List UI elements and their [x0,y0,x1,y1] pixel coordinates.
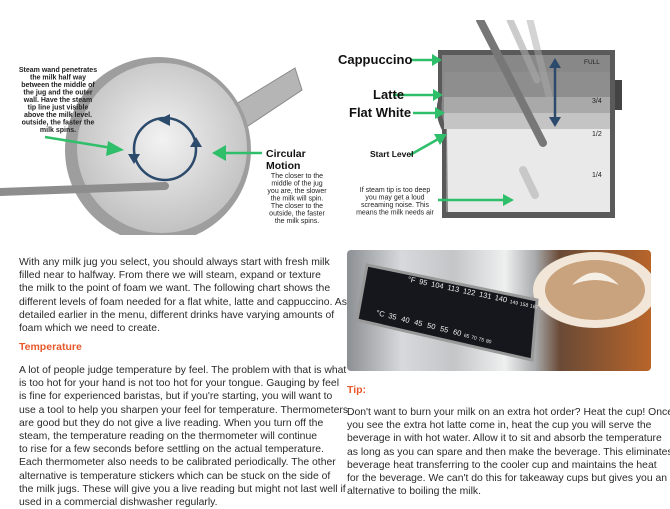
label-flat-white: Flat White [349,105,411,120]
label-latte: Latte [373,87,404,102]
steam-wand [0,182,169,196]
intro-paragraph: With any milk jug you select, you should… [19,257,347,335]
label-cappuccino: Cappuccino [338,52,412,67]
tip-heading: Tip: [347,384,367,396]
scale-quarter: 1/4 [592,172,602,179]
steam-wand [476,20,547,147]
label-start-level: Start Level [370,149,413,159]
motion-arrowheads [128,114,202,164]
scale-three-quarter: 3/4 [592,98,602,105]
side-view-diagram: FULL 3/4 1/2 1/4 Cappuccino Latte Flat W… [338,20,622,218]
green-arrows [393,54,514,206]
milk [447,129,610,212]
green-arrow-motion [212,145,262,161]
temperature-paragraph: A lot of people judge temperature by fee… [19,365,349,509]
foam-range-arrow-icon [549,58,561,127]
tip-paragraph: Don't want to burn your milk on an extra… [347,407,670,498]
scale-half: 1/2 [592,131,602,138]
thermometer-strip [355,263,539,362]
temperature-heading: Temperature [19,341,82,353]
green-arrow-wand [44,135,124,156]
scale-full: FULL [584,59,600,66]
